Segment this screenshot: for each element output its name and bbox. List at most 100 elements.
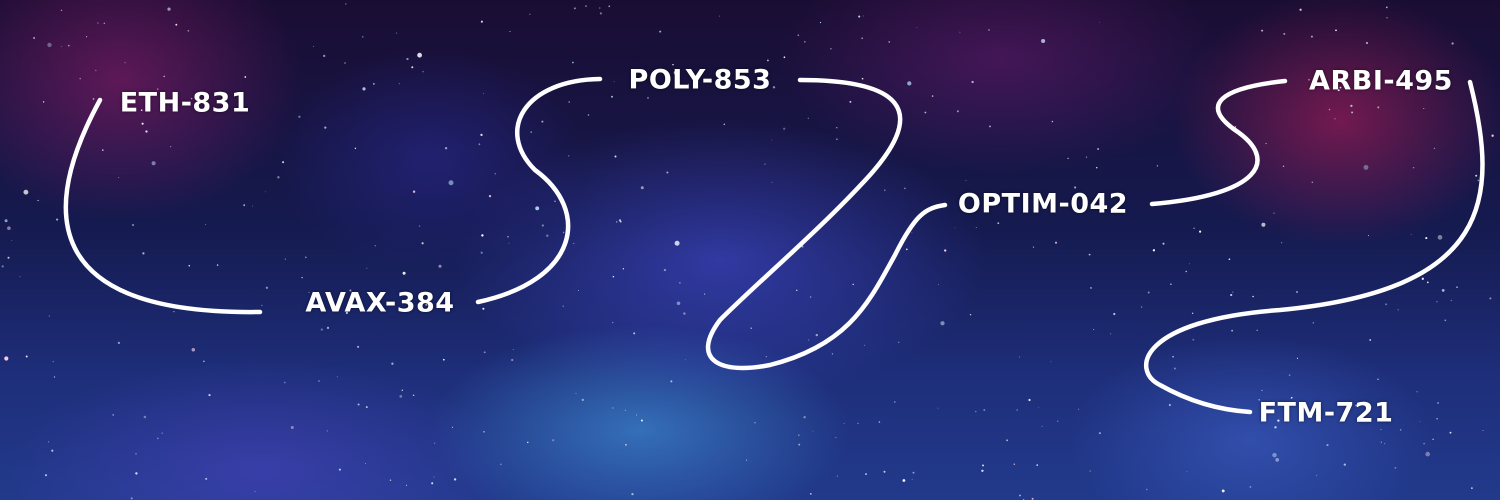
star (1188, 263, 1190, 265)
star (1444, 319, 1447, 322)
star (647, 96, 649, 99)
star (324, 126, 327, 129)
star (1437, 402, 1440, 404)
star (1282, 165, 1285, 167)
star (1193, 227, 1195, 229)
star (417, 52, 422, 58)
star (1056, 420, 1059, 422)
star (1191, 312, 1194, 315)
star (625, 443, 627, 446)
star (1475, 174, 1478, 177)
star (614, 155, 617, 158)
star (1013, 463, 1015, 465)
star (1288, 374, 1291, 376)
star (1085, 156, 1088, 158)
star (764, 163, 766, 165)
star (411, 66, 414, 69)
star (112, 414, 115, 416)
star (573, 243, 575, 245)
star (336, 376, 338, 378)
star (1416, 391, 1418, 393)
star (1230, 293, 1233, 297)
star (1067, 157, 1069, 160)
star (765, 356, 767, 358)
star (911, 479, 913, 480)
star (326, 430, 329, 432)
star (345, 3, 347, 5)
star (25, 355, 28, 358)
star (509, 31, 511, 32)
star (986, 200, 989, 203)
star (1419, 420, 1421, 422)
star (1097, 148, 1099, 150)
star (1425, 451, 1431, 457)
star (1449, 431, 1452, 434)
star (904, 187, 906, 190)
star (849, 100, 852, 103)
star (1437, 235, 1443, 240)
star (396, 32, 398, 34)
star (599, 12, 602, 15)
star (1277, 419, 1280, 422)
star (308, 291, 310, 293)
star (1423, 442, 1425, 445)
star (1328, 108, 1331, 111)
star (573, 7, 576, 10)
route-arbi-to-ftm (1143, 79, 1485, 415)
star (1232, 291, 1234, 293)
star (1098, 432, 1101, 435)
star (883, 470, 886, 473)
star (1228, 258, 1231, 261)
star (612, 407, 614, 409)
star (11, 239, 13, 241)
star (1281, 242, 1283, 244)
star (481, 234, 484, 237)
star (587, 114, 590, 116)
star (23, 189, 29, 195)
star (402, 271, 406, 275)
star (124, 62, 126, 64)
star (878, 421, 881, 423)
star (1380, 428, 1382, 431)
star (535, 206, 540, 211)
star (1296, 357, 1299, 359)
star (809, 296, 812, 298)
star (79, 77, 81, 80)
star (1261, 29, 1264, 32)
star (772, 86, 776, 89)
star (672, 63, 674, 66)
star (640, 419, 643, 422)
star (1432, 438, 1434, 441)
star (1337, 89, 1340, 92)
star (1400, 429, 1402, 431)
star (175, 23, 178, 26)
star (954, 227, 956, 229)
star (812, 430, 814, 432)
star (412, 190, 416, 193)
star (161, 432, 163, 434)
star (1038, 406, 1039, 408)
star (131, 223, 135, 227)
star (530, 131, 533, 133)
star (338, 468, 341, 471)
star (562, 305, 564, 308)
star (282, 161, 285, 164)
star (1410, 233, 1412, 235)
star (1192, 338, 1195, 341)
star (362, 36, 364, 38)
star (366, 267, 368, 269)
star (541, 224, 544, 227)
star (451, 426, 454, 428)
star (1185, 270, 1187, 273)
star (1350, 104, 1353, 108)
star (1310, 35, 1313, 38)
star (1199, 230, 1202, 233)
star (1006, 439, 1009, 442)
star (830, 48, 832, 50)
star (47, 42, 52, 48)
star (956, 110, 959, 113)
star (1186, 471, 1188, 473)
star (803, 416, 806, 419)
